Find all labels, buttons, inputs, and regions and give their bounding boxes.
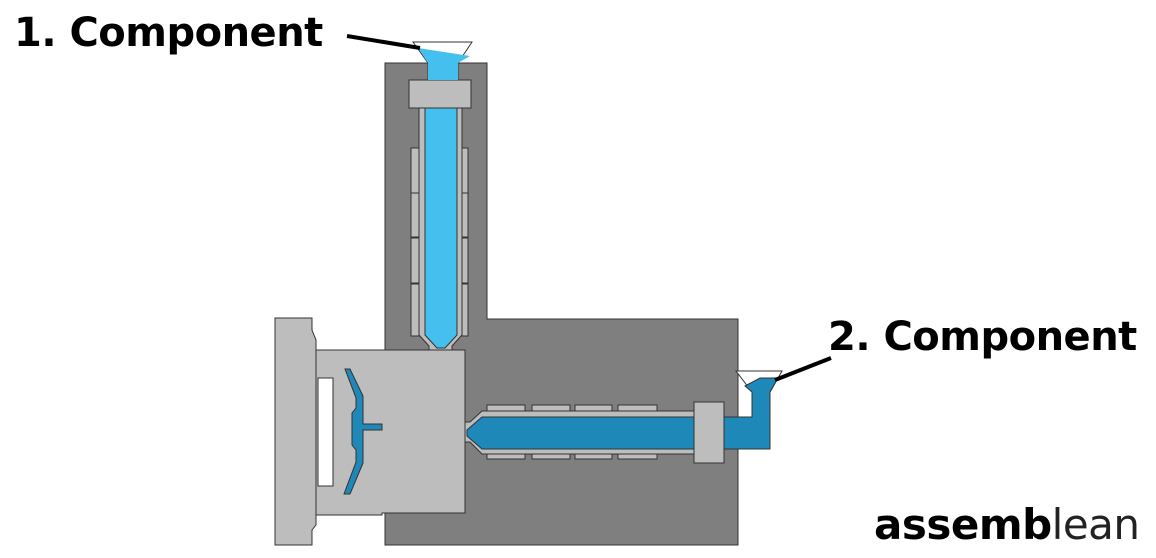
leader-line-2	[774, 356, 832, 382]
component-2-melt	[466, 416, 707, 450]
vertical-clamp	[408, 79, 472, 109]
logo-light: lean	[1051, 500, 1140, 549]
mold-slot	[317, 377, 334, 487]
logo-bold: assemb	[874, 500, 1052, 549]
component-2-feed	[723, 377, 779, 450]
heater-bands-horizontal	[486, 404, 658, 460]
logo: assemblean	[874, 500, 1140, 549]
moving-platen	[274, 317, 317, 546]
mold	[315, 349, 466, 516]
component-1-feed	[418, 48, 470, 80]
component-1-melt	[424, 107, 458, 349]
component-1-label: 1. Component	[14, 10, 323, 56]
leader-line-1	[346, 34, 421, 50]
horizontal-clamp	[693, 401, 725, 464]
component-2-label: 2. Component	[828, 314, 1137, 360]
mold-cavity	[343, 368, 383, 495]
